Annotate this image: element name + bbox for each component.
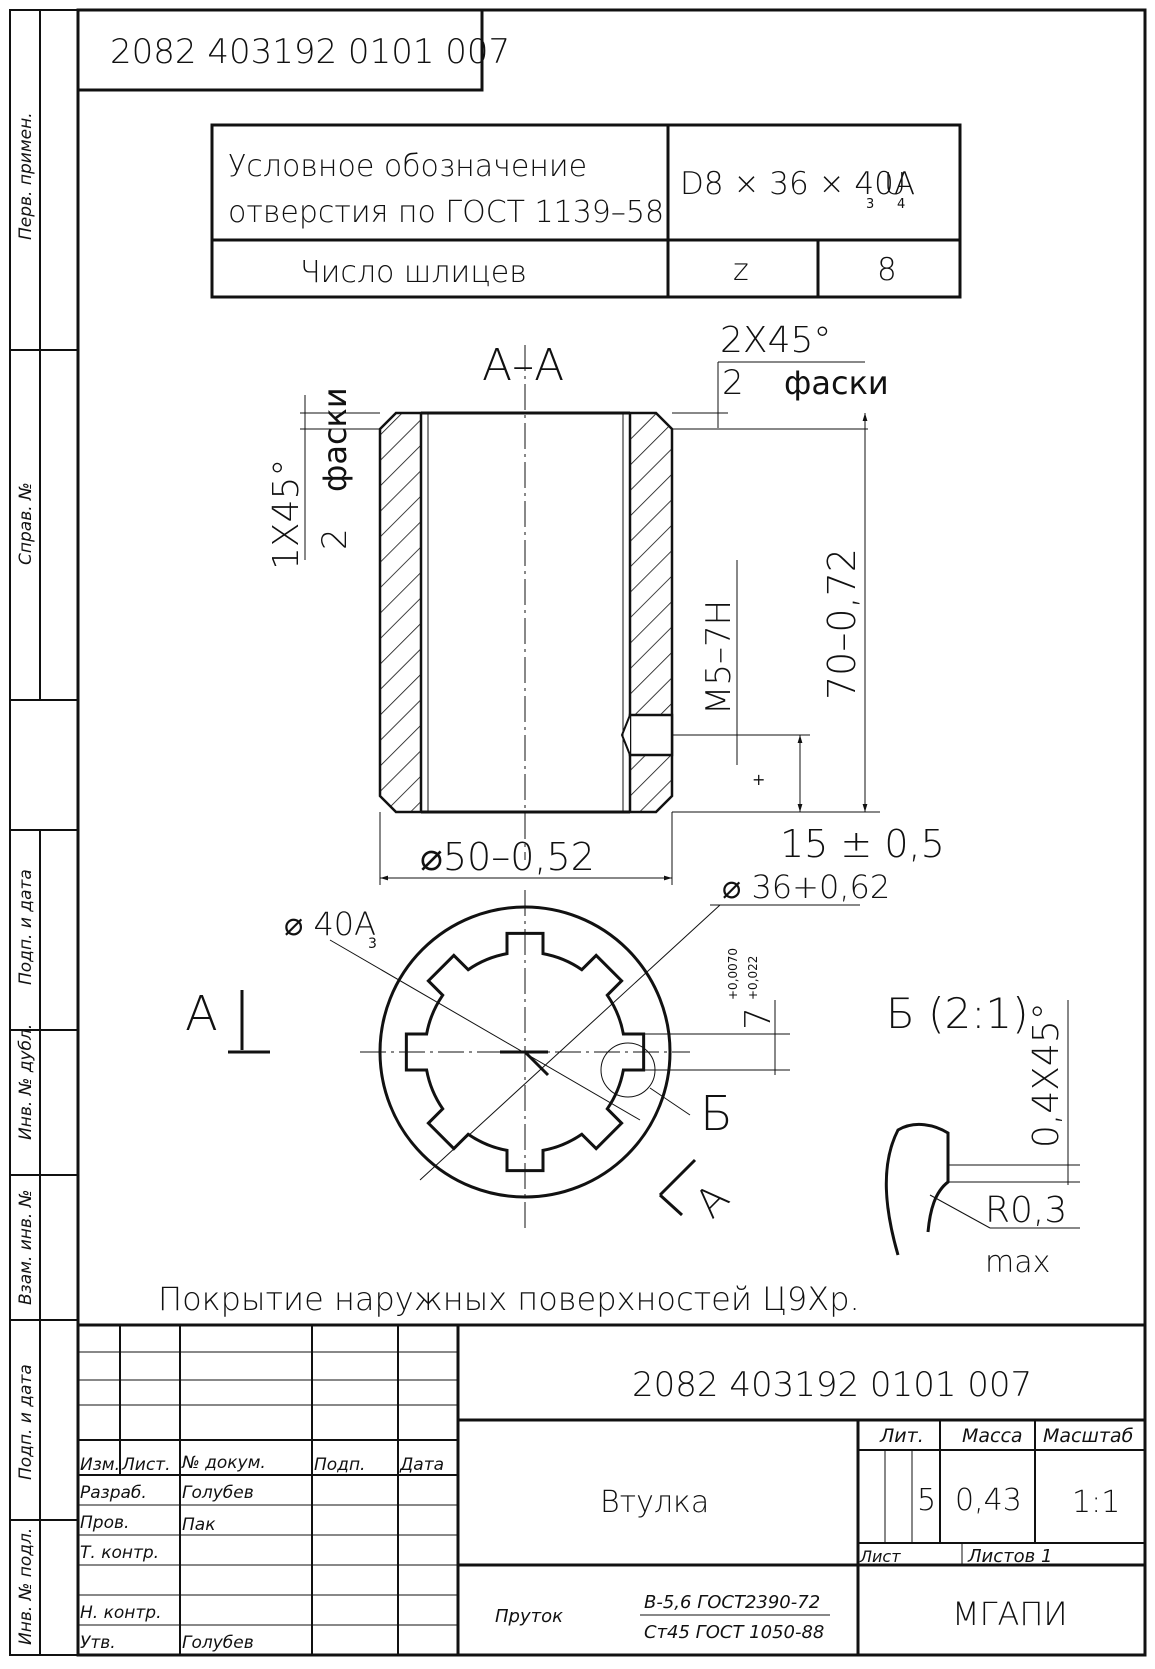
- section-a-a: А–А 2X45° 2 фаски 1X45° 2 фаски M5–7H +: [266, 320, 945, 885]
- inner-frame: [76, 8, 1147, 1657]
- detail-profile: [884, 1122, 950, 1256]
- detail-b: Б (2:1) 0,4X45° R0,3 max: [884, 989, 1080, 1280]
- length-dim: 70–0,72: [820, 548, 864, 700]
- mass-value: 0,43: [955, 1483, 1022, 1518]
- plus-mark: +: [752, 770, 765, 789]
- thread-hole: [628, 713, 674, 757]
- sheets-label: Листов 1: [967, 1546, 1052, 1567]
- row-razrab: Разраб.: [80, 1483, 147, 1503]
- major-diameter: ⌀ 36+0,62: [722, 868, 890, 906]
- hole-label-line1: Условное обозначение: [228, 149, 587, 184]
- material-line1: В-5,6 ГОСТ2390-72: [644, 1592, 820, 1613]
- organization: МГАПИ: [952, 1595, 1068, 1633]
- top-designation-box: [76, 8, 484, 92]
- lit-value: 5: [917, 1483, 936, 1518]
- side-label-inv-dubl: Инв. № дубл.: [16, 1024, 36, 1140]
- spline-label: Число шлицев: [300, 255, 527, 290]
- part-name: Втулка: [600, 1485, 709, 1520]
- detail-radius: R0,3: [985, 1190, 1067, 1231]
- material-type: Пруток: [495, 1606, 563, 1627]
- detail-radius-note: max: [985, 1245, 1050, 1280]
- chamfer-top-word: фаски: [784, 364, 889, 402]
- row-prov: Пров.: [80, 1513, 129, 1533]
- spline-tol-lower: +0,022: [746, 956, 760, 1000]
- minor-diameter: ⌀ 40A: [284, 905, 376, 943]
- cut-label-right: А: [687, 1175, 739, 1227]
- side-label-inv-podl: Инв. № подл.: [16, 1528, 36, 1645]
- hole-code-sub2: 4: [897, 197, 905, 212]
- sheet-label: Лист: [859, 1547, 901, 1566]
- title-block-designation: 2082 403192 0101 007: [632, 1365, 1032, 1405]
- spline-count: 8: [877, 252, 897, 288]
- hole-code-u: U: [884, 167, 906, 202]
- side-label-podp-data-2: Подп. и дата: [16, 1364, 36, 1480]
- col-izm: Изм.: [80, 1455, 120, 1475]
- spec-table: Условное обозначение отверстия по ГОСТ 1…: [210, 123, 962, 299]
- left-wall: [378, 411, 423, 814]
- col-data: Дата: [399, 1455, 444, 1475]
- top-designation: 2082 403192 0101 007: [110, 32, 510, 72]
- detail-circle: [600, 1042, 656, 1098]
- col-dokum: № докум.: [181, 1453, 266, 1473]
- row-razrab-name: Голубев: [182, 1483, 254, 1503]
- spline-width: 7: [738, 1007, 779, 1030]
- spline-profile: [404, 931, 646, 1173]
- row-prov-name: Пак: [182, 1515, 216, 1535]
- chamfer-top-count: 2: [722, 363, 744, 403]
- side-strip: Перв. примен. Справ. № Подп. и дата Инв.…: [9, 10, 79, 1656]
- cut-label-left: А: [185, 986, 218, 1042]
- chamfer-left-word: фаски: [316, 387, 354, 492]
- scale-value: 1:1: [1072, 1485, 1120, 1520]
- chamfer-left: 1X45°: [266, 459, 307, 570]
- chamfer-left-count: 2: [315, 528, 355, 550]
- chamfer-top: 2X45°: [720, 320, 831, 361]
- detail-chamfer: 0,4X45°: [1026, 1002, 1067, 1148]
- mass-label: Масса: [962, 1425, 1023, 1447]
- minor-diameter-sub: 3: [368, 936, 377, 952]
- hole-code-sub1: 3: [866, 197, 874, 212]
- coating-note: Покрытие наружных поверхностей Ц9Хр.: [158, 1280, 860, 1318]
- thread-callout: M5–7H: [699, 600, 739, 715]
- hole-position-dim: 15 ± 0,5: [780, 822, 945, 866]
- col-podp: Подп.: [314, 1455, 365, 1475]
- end-view: ⌀ 40A 3 ⌀ 36+0,62 7 +0,0070 +0,022 Б А А: [185, 868, 890, 1230]
- side-label-sprav: Справ. №: [16, 482, 36, 565]
- section-title: А–А: [482, 340, 564, 391]
- title-block: Изм. Лист. № докум. Подп. Дата Разраб. Г…: [78, 1323, 1145, 1655]
- hole-label-line2: отверстия по ГОСТ 1139–58: [228, 195, 664, 230]
- spline-symbol: z: [733, 253, 749, 288]
- row-utv: Утв.: [80, 1633, 116, 1653]
- row-tkontr: Т. контр.: [80, 1543, 159, 1563]
- lit-label: Лит.: [879, 1425, 924, 1447]
- outer-diameter-dim: ⌀50–0,52: [420, 835, 595, 879]
- hole-code: D8 × 36 × 40A: [680, 166, 915, 202]
- row-nkontr: Н. контр.: [80, 1603, 161, 1623]
- material-line2: Ст45 ГОСТ 1050-88: [644, 1622, 824, 1643]
- side-label-vzam-inv: Взам. инв. №: [16, 1190, 36, 1305]
- scale-label: Масштаб: [1043, 1425, 1134, 1447]
- row-utv-name: Голубев: [182, 1633, 254, 1653]
- side-label-podp-data-1: Подп. и дата: [16, 869, 36, 985]
- detail-label: Б: [700, 1086, 733, 1142]
- side-label-perv-primen: Перв. примен.: [16, 112, 36, 240]
- frame: 2082 403192 0101 007: [9, 8, 1147, 1657]
- detail-title: Б (2:1): [886, 989, 1029, 1038]
- col-list: Лист.: [121, 1455, 171, 1475]
- spline-tol-upper: +0,0070: [726, 948, 740, 1000]
